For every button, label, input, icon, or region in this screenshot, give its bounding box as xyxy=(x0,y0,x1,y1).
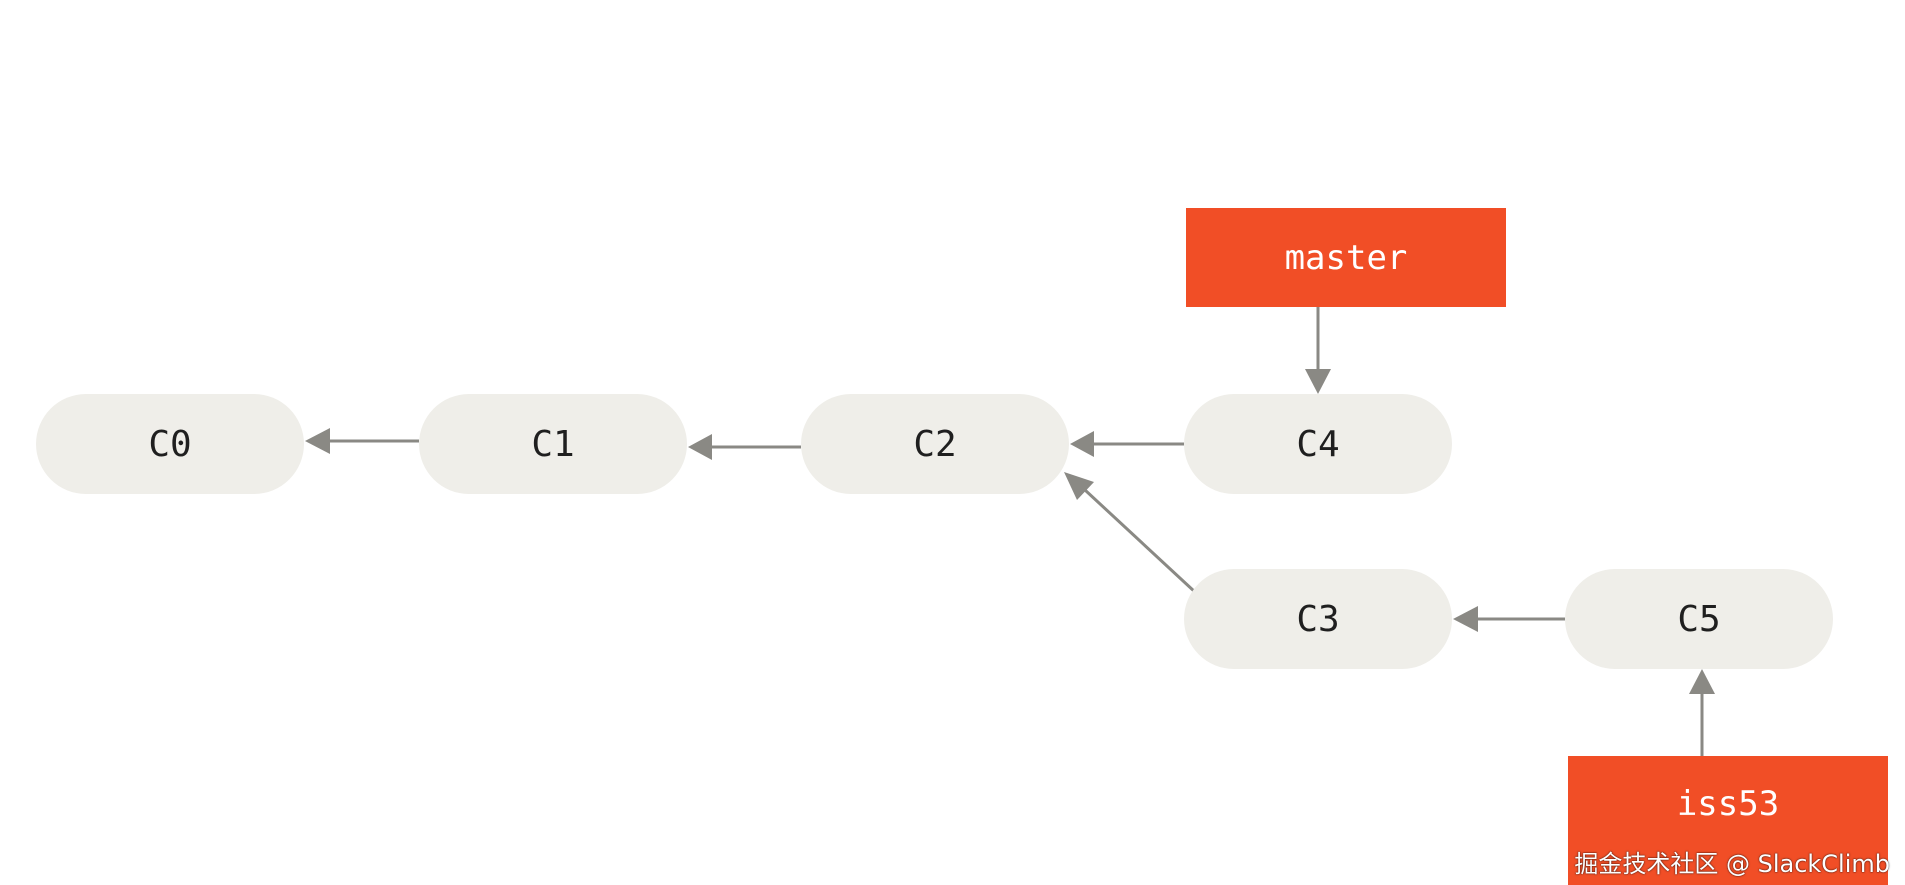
arrowhead-c4 xyxy=(1305,369,1331,394)
branch-iss53: iss53 xyxy=(1568,756,1888,885)
commit-c4: C4 xyxy=(1184,394,1452,494)
arrowhead-c1 xyxy=(688,434,712,460)
arrowhead-c2-diagonal xyxy=(1064,472,1094,500)
commit-label: C3 xyxy=(1296,598,1340,640)
arrowhead-c5 xyxy=(1689,669,1715,694)
watermark: 掘金技术社区 @ SlackClimb xyxy=(1574,850,1890,878)
arrow-c3-to-c2 xyxy=(1083,488,1197,594)
commit-label: C1 xyxy=(531,423,575,465)
commit-label: C2 xyxy=(913,423,957,465)
branch-master: master xyxy=(1186,208,1506,307)
commit-c2: C2 xyxy=(801,394,1069,494)
arrowhead-c3 xyxy=(1453,606,1478,632)
commit-c3: C3 xyxy=(1184,569,1452,669)
arrowhead-c0 xyxy=(305,428,330,454)
branch-label-text: iss53 xyxy=(1676,784,1780,824)
commit-c0: C0 xyxy=(36,394,304,494)
branch-label-text: master xyxy=(1284,237,1408,278)
arrowhead-c2 xyxy=(1070,431,1094,457)
commit-c1: C1 xyxy=(419,394,687,494)
commit-c5: C5 xyxy=(1565,569,1833,669)
commit-label: C0 xyxy=(148,423,192,465)
commit-label: C5 xyxy=(1677,598,1721,640)
commit-label: C4 xyxy=(1296,423,1340,465)
